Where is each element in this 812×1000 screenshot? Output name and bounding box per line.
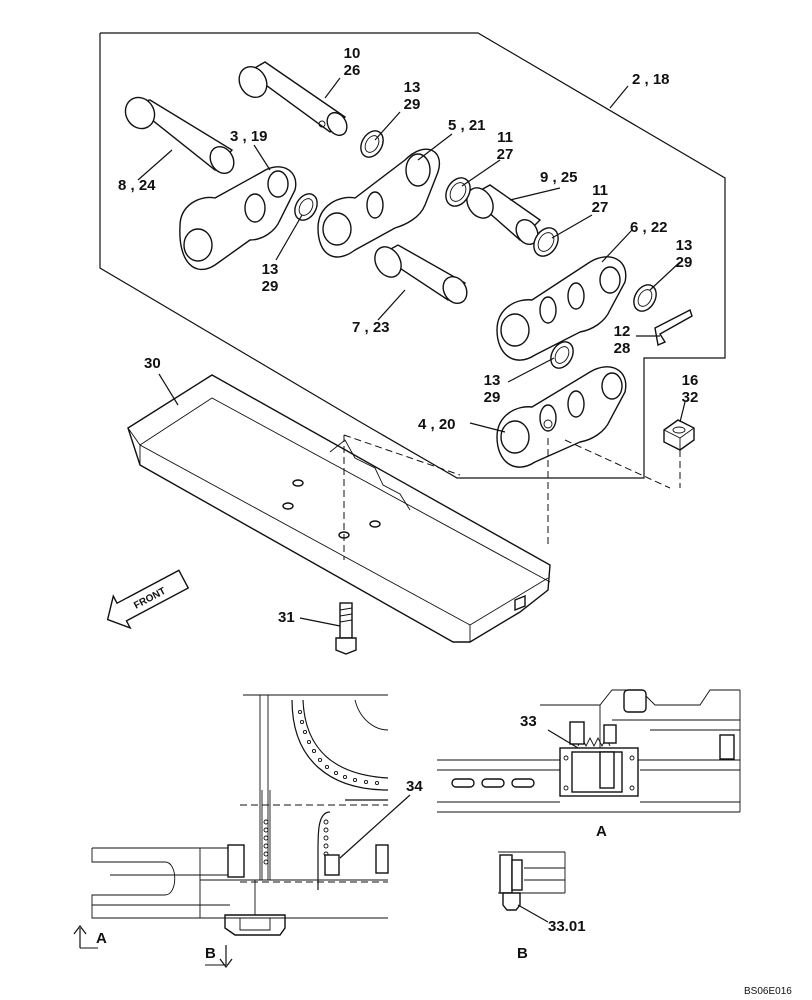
- link-6-22: [496, 256, 627, 361]
- bushing-left: [124, 96, 235, 175]
- link-4-20: [496, 366, 627, 468]
- seal-11-27-b: [533, 227, 559, 257]
- view-a-detail: [437, 689, 741, 813]
- view-b-caption: B: [517, 945, 528, 962]
- track-shoe: [127, 374, 551, 643]
- callout-13-29-c-line1: 13: [676, 237, 693, 254]
- callout-9-25: 9 , 25: [540, 169, 578, 186]
- callout-13-29-a-line1: 13: [404, 79, 421, 96]
- callout-6-22: 6 , 22: [630, 219, 668, 236]
- callout-34: 34: [406, 778, 423, 795]
- callout-33: 33: [520, 713, 537, 730]
- callout-12-28-line1: 12: [614, 323, 631, 340]
- callout-11-27-a-line2: 27: [497, 146, 514, 163]
- bushing-9-25: [466, 184, 542, 246]
- track-pin: [238, 61, 348, 137]
- callout-8-24: 8 , 24: [118, 177, 156, 194]
- callout-11-27-b-line2: 27: [592, 199, 609, 216]
- section-marker-b: B: [205, 945, 233, 968]
- retainer-pin: [654, 309, 693, 346]
- shoe-bolt: [335, 602, 357, 655]
- seal-13-29-c: [633, 284, 657, 312]
- view-b-detail: [498, 851, 566, 923]
- callout-labels: 10 26 13 29 2 , 18 3 , 19 5 , 21 11 27 8…: [118, 45, 792, 997]
- callout-33-01: 33.01: [548, 918, 586, 935]
- callout-13-29-d-line1: 13: [484, 372, 501, 389]
- callout-10-26-line2: 26: [344, 62, 361, 79]
- callout-13-29-b-line1: 13: [262, 261, 279, 278]
- view-a-caption: A: [596, 823, 607, 840]
- seal-13-29-d: [550, 341, 574, 369]
- callout-13-29-a-line2: 29: [404, 96, 421, 113]
- seal-13-29-b: [294, 193, 318, 221]
- callout-11-27-a-line1: 11: [497, 129, 513, 146]
- group-boundary: [99, 32, 726, 479]
- callout-31: 31: [278, 609, 295, 626]
- callout-16-32-line1: 16: [682, 372, 699, 389]
- callout-2-18: 2 , 18: [632, 71, 670, 88]
- callout-10-26-line1: 10: [344, 45, 361, 62]
- callout-4-20: 4 , 20: [418, 416, 456, 433]
- callout-3-19: 3 , 19: [230, 128, 268, 145]
- link-3-19: [179, 166, 297, 271]
- callout-13-29-c-line2: 29: [676, 254, 693, 271]
- callout-13-29-d-line2: 29: [484, 389, 501, 406]
- section-marker-a: A: [73, 925, 107, 949]
- section-marker-b-label: B: [205, 945, 216, 962]
- drawing-code: BS06E016: [744, 986, 792, 997]
- section-marker-a-label: A: [96, 930, 107, 947]
- callout-5-21: 5 , 21: [448, 117, 486, 134]
- callout-30: 30: [144, 355, 161, 372]
- bushing-7-23: [374, 244, 468, 305]
- detail-frame-left: [91, 694, 411, 936]
- callout-13-29-b-line2: 29: [262, 278, 279, 295]
- leader-lines: [137, 77, 686, 627]
- callout-12-28-line2: 28: [614, 340, 631, 357]
- seal-13-29-a: [360, 130, 384, 158]
- shoe-nut: [663, 419, 695, 451]
- alignment-lines: [343, 434, 681, 560]
- callout-16-32-line2: 32: [682, 389, 699, 406]
- link-5-21: [317, 148, 441, 258]
- callout-11-27-b-line1: 11: [592, 182, 608, 199]
- front-arrow: FRONT: [106, 569, 190, 630]
- callout-7-23: 7 , 23: [352, 319, 390, 336]
